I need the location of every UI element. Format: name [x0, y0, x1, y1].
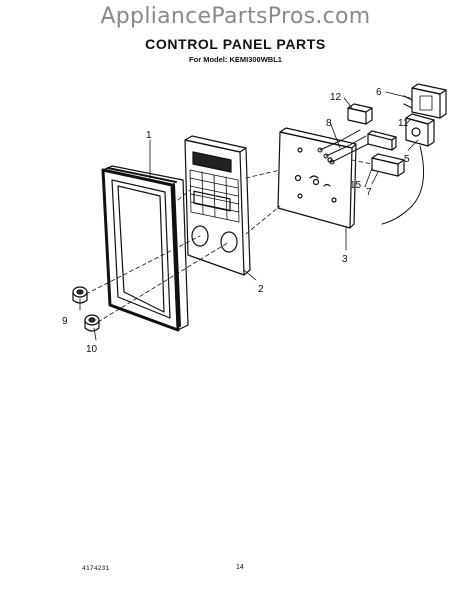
callout-6: 6 [376, 87, 382, 98]
knob-part-10 [84, 314, 100, 332]
site-watermark: AppliancePartsPros.com [100, 4, 371, 29]
connector-block-part-15 [371, 153, 405, 177]
callout-8: 8 [326, 118, 332, 129]
part-code: 4174231 [82, 565, 110, 572]
callout-2: 2 [258, 284, 264, 295]
callout-11: 11 [398, 118, 409, 129]
callout-5: 5 [404, 154, 410, 165]
callout-9: 9 [62, 316, 68, 327]
callout-1: 1 [146, 130, 152, 141]
mounting-plate-part [277, 127, 357, 229]
connector-part-11 [367, 130, 397, 151]
relay-part-12 [347, 103, 373, 125]
switch-part-5 [405, 113, 435, 147]
callout-15: 15 [350, 180, 362, 191]
wire-harness-lead [381, 145, 425, 225]
wire-leads-part-8 [317, 129, 369, 165]
callout-10: 10 [86, 344, 98, 355]
page-number: 14 [236, 564, 244, 571]
control-panel-overlay-part [184, 135, 251, 276]
escutcheon-frame-part [101, 165, 189, 332]
model-subtitle: For Model: KEMI300WBL1 [189, 55, 282, 64]
callout-12: 12 [330, 92, 342, 103]
callout-3: 3 [342, 254, 348, 265]
callout-7: 7 [366, 187, 372, 198]
transformer-part-6 [403, 83, 447, 119]
diagram-title: CONTROL PANEL PARTS [145, 36, 326, 52]
